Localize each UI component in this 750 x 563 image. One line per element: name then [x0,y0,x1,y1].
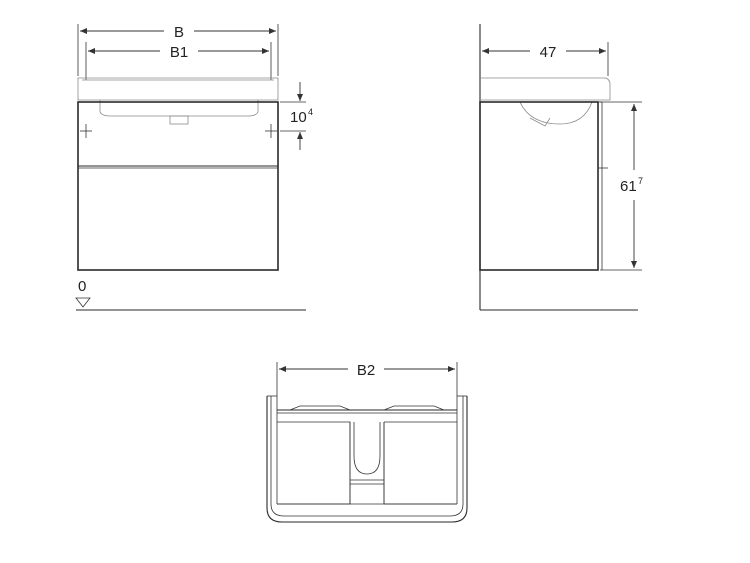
siphon-cutout [353,422,381,475]
top-view: B2 [266,362,468,523]
cabinet-top-outline [266,396,468,523]
cabinet-side [479,101,599,271]
front-view: B B1 10 4 0 [75,24,313,311]
drawer-right-compartment [383,421,457,505]
rail-bracket [289,405,351,411]
height-superscript: 7 [638,176,643,186]
basin-side-bowl [519,101,593,125]
height-offset-superscript: 4 [308,107,313,117]
cutout-walls [349,422,385,504]
floor-label: 0 [78,278,86,295]
side-view: 47 61 7 [479,24,643,311]
basin-side-outline [480,77,611,101]
cabinet-front [77,101,279,271]
basin-outline [77,77,279,101]
width-label-b: B [174,24,184,41]
width-label-b1: B1 [170,44,188,61]
cabinet-inner-shell [270,396,464,517]
basin-drain [169,115,189,125]
height-offset-label: 10 [290,109,307,126]
floor-level-symbol [75,297,91,308]
basin-side-drain [529,117,551,127]
height-label: 61 [620,178,637,195]
rail-bracket [383,405,445,411]
depth-label: 47 [540,44,557,61]
width-label-b2: B2 [357,362,375,379]
drawer-left-compartment [277,421,351,505]
